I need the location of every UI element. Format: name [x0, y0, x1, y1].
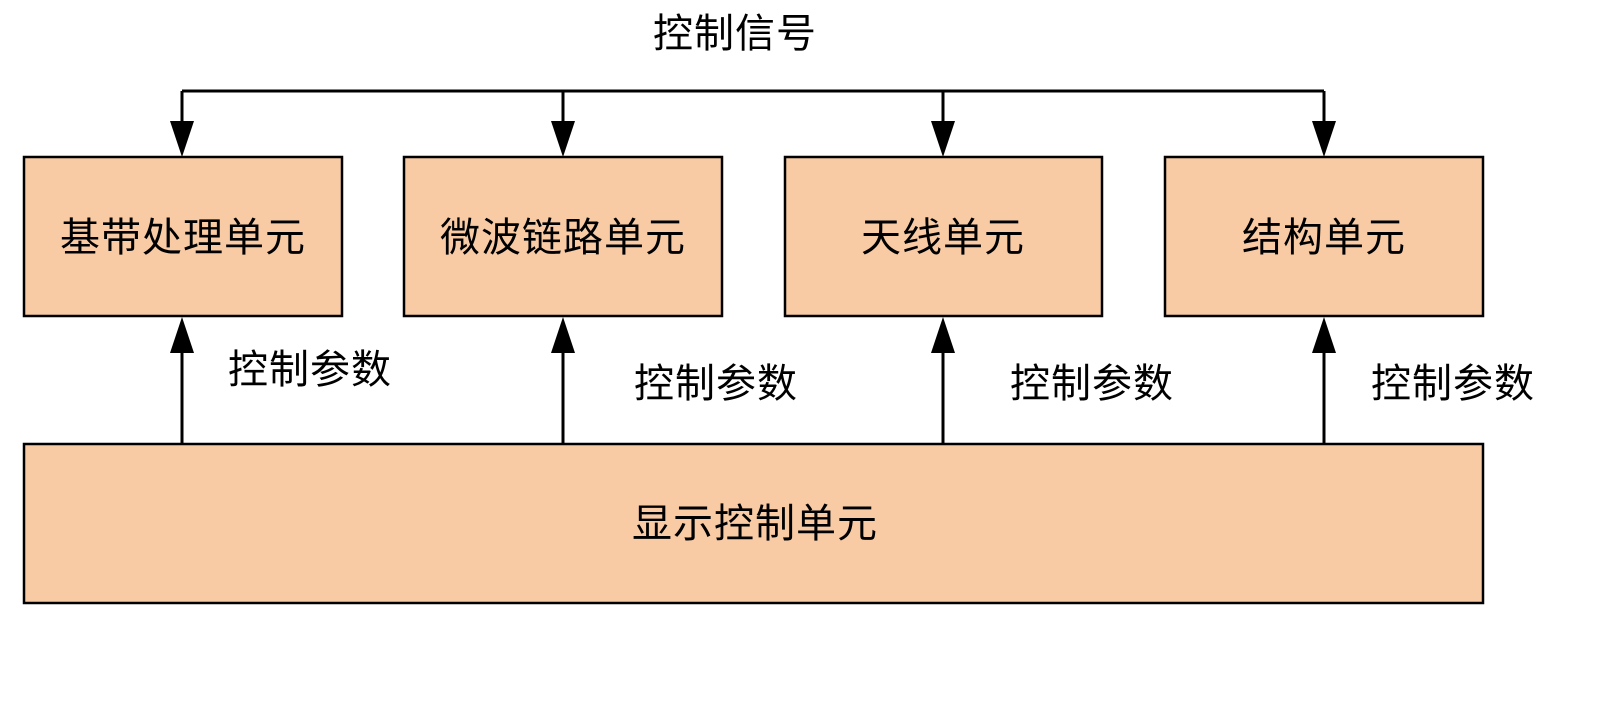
unit-box-rect: [783, 155, 1104, 318]
display-control-unit-label: 显示控制单元: [632, 501, 878, 547]
up-arrowhead-4: [1312, 317, 1336, 353]
down-arrowhead-3: [931, 121, 955, 157]
unit-box-rect: [22, 155, 344, 318]
unit-box-structure: 结构单元: [1163, 155, 1485, 318]
unit-box-label: 微波链路单元: [440, 215, 686, 261]
up-arrowhead-2: [551, 317, 575, 353]
control-parameter-arrows: [170, 317, 1336, 444]
down-arrowhead-1: [170, 121, 194, 157]
control-signal-label: 控制信号: [653, 11, 817, 57]
unit-box-label: 基带处理单元: [60, 215, 306, 261]
up-arrowhead-3: [931, 317, 955, 353]
control-parameter-label-4: 控制参数: [1371, 361, 1535, 407]
unit-box-baseband: 基带处理单元: [22, 155, 344, 318]
control-signal-bus: [170, 89, 1336, 157]
control-parameter-label-1: 控制参数: [228, 347, 392, 393]
display-control-unit-rect: [22, 442, 1485, 605]
control-parameter-label-2: 控制参数: [634, 361, 798, 407]
unit-box-rect: [402, 155, 724, 318]
display-control-unit-box: 显示控制单元: [22, 442, 1485, 605]
unit-box-label: 天线单元: [861, 215, 1025, 261]
unit-box-label: 结构单元: [1242, 215, 1406, 261]
down-arrowhead-2: [551, 121, 575, 157]
down-arrowhead-4: [1312, 121, 1336, 157]
unit-box-microwave-link: 微波链路单元: [402, 155, 724, 318]
up-arrowhead-1: [170, 317, 194, 353]
unit-box-antenna: 天线单元: [783, 155, 1104, 318]
control-parameter-label-3: 控制参数: [1010, 361, 1174, 407]
unit-box-rect: [1163, 155, 1485, 318]
